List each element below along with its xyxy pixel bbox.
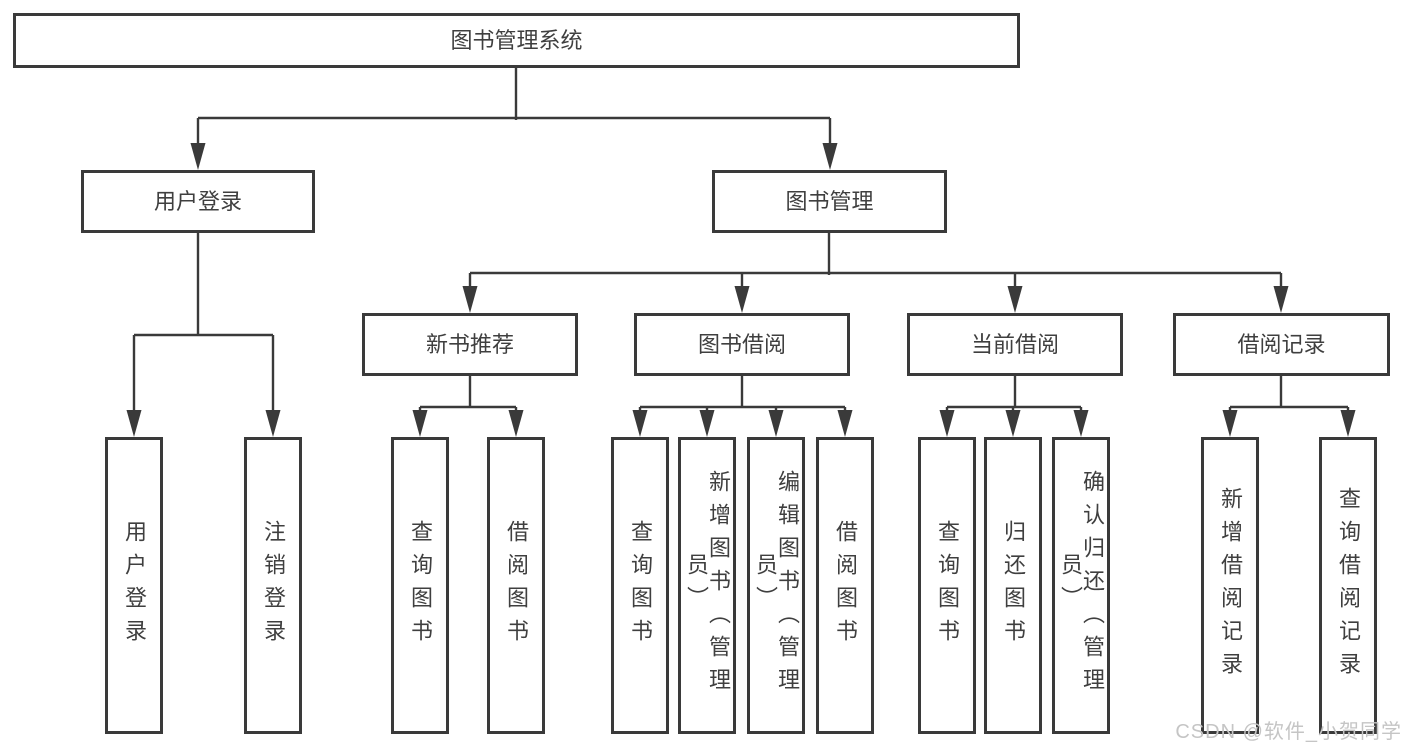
node-borrow-records: 借阅记录 [1173, 313, 1390, 376]
arrow-down-icon [1273, 286, 1289, 313]
node-leaf-query-borrow-record: 查询借阅记录 [1319, 437, 1377, 734]
node-leaf-edit-book-admin: 编辑图书（管理员） [747, 437, 805, 734]
node-leaf-query-books-borrow: 查询图书 [611, 437, 669, 734]
arrow-down-icon [1222, 410, 1238, 437]
node-leaf-user-login: 用户登录 [105, 437, 163, 734]
node-leaf-borrow-books: 借阅图书 [816, 437, 874, 734]
node-root-system: 图书管理系统 [13, 13, 1020, 68]
arrow-down-icon [822, 143, 838, 170]
node-leaf-query-books-current: 查询图书 [918, 437, 976, 734]
node-current-borrow: 当前借阅 [907, 313, 1123, 376]
node-leaf-logout: 注销登录 [244, 437, 302, 734]
node-leaf-borrow-books-recommend: 借阅图书 [487, 437, 545, 734]
arrow-down-icon [508, 410, 524, 437]
node-leaf-add-borrow-record: 新增借阅记录 [1201, 437, 1259, 734]
arrow-down-icon [190, 143, 206, 170]
arrow-down-icon [1005, 410, 1021, 437]
arrow-down-icon [126, 410, 142, 437]
node-leaf-add-book-admin: 新增图书（管理员） [678, 437, 736, 734]
arrow-down-icon [412, 410, 428, 437]
arrow-down-icon [265, 410, 281, 437]
node-leaf-confirm-return-admin: 确认归还（管理员） [1052, 437, 1110, 734]
arrow-down-icon [734, 286, 750, 313]
arrowheads [126, 143, 1356, 437]
arrow-down-icon [632, 410, 648, 437]
node-leaf-return-books: 归还图书 [984, 437, 1042, 734]
arrow-down-icon [1340, 410, 1356, 437]
node-leaf-query-books-recommend: 查询图书 [391, 437, 449, 734]
arrow-down-icon [699, 410, 715, 437]
node-user-login-module: 用户登录 [81, 170, 315, 233]
node-book-borrow: 图书借阅 [634, 313, 850, 376]
arrow-down-icon [1073, 410, 1089, 437]
arrow-down-icon [837, 410, 853, 437]
node-new-book-recommend: 新书推荐 [362, 313, 578, 376]
node-book-management-module: 图书管理 [712, 170, 947, 233]
watermark: CSDN @软件_小贺同学 [1175, 721, 1402, 743]
arrow-down-icon [1007, 286, 1023, 313]
arrow-down-icon [462, 286, 478, 313]
arrow-down-icon [768, 410, 784, 437]
arrow-down-icon [939, 410, 955, 437]
